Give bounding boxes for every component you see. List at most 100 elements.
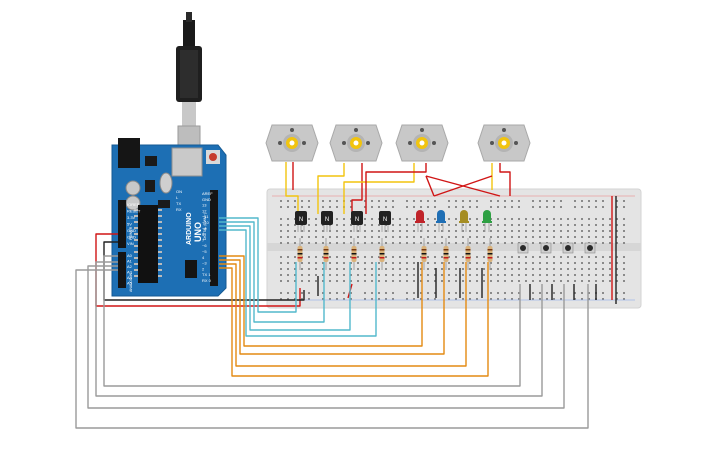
- breadboard-hole[interactable]: [546, 218, 548, 220]
- breadboard-hole[interactable]: [280, 242, 282, 244]
- breadboard-hole[interactable]: [420, 268, 422, 270]
- breadboard-hole[interactable]: [532, 230, 534, 232]
- usb-cable[interactable]: [176, 12, 202, 165]
- breadboard-hole[interactable]: [448, 218, 450, 220]
- breadboard-hole[interactable]: [287, 262, 289, 264]
- breadboard-hole[interactable]: [364, 206, 366, 208]
- breadboard-hole[interactable]: [420, 200, 422, 202]
- breadboard-hole[interactable]: [308, 200, 310, 202]
- breadboard-hole[interactable]: [427, 224, 429, 226]
- breadboard-hole[interactable]: [462, 236, 464, 238]
- breadboard-hole[interactable]: [308, 242, 310, 244]
- breadboard-hole[interactable]: [448, 292, 450, 294]
- breadboard-hole[interactable]: [343, 242, 345, 244]
- breadboard-hole[interactable]: [616, 200, 618, 202]
- breadboard-hole[interactable]: [469, 230, 471, 232]
- breadboard-hole[interactable]: [420, 242, 422, 244]
- breadboard-hole[interactable]: [308, 268, 310, 270]
- breadboard-hole[interactable]: [602, 236, 604, 238]
- breadboard-hole[interactable]: [315, 262, 317, 264]
- breadboard-hole[interactable]: [392, 242, 394, 244]
- breadboard-hole[interactable]: [357, 274, 359, 276]
- breadboard-hole[interactable]: [469, 242, 471, 244]
- breadboard-hole[interactable]: [448, 268, 450, 270]
- breadboard-hole[interactable]: [329, 262, 331, 264]
- breadboard-hole[interactable]: [609, 224, 611, 226]
- breadboard-hole[interactable]: [588, 268, 590, 270]
- breadboard-hole[interactable]: [595, 280, 597, 282]
- breadboard-hole[interactable]: [343, 256, 345, 258]
- breadboard-hole[interactable]: [602, 268, 604, 270]
- breadboard-hole[interactable]: [315, 256, 317, 258]
- breadboard-hole[interactable]: [420, 262, 422, 264]
- breadboard-hole[interactable]: [504, 242, 506, 244]
- breadboard-hole[interactable]: [336, 298, 338, 300]
- breadboard-hole[interactable]: [308, 224, 310, 226]
- breadboard-hole[interactable]: [399, 274, 401, 276]
- breadboard-hole[interactable]: [385, 200, 387, 202]
- breadboard-hole[interactable]: [378, 200, 380, 202]
- resistor[interactable]: [487, 238, 493, 270]
- breadboard-hole[interactable]: [483, 280, 485, 282]
- breadboard-hole[interactable]: [280, 224, 282, 226]
- breadboard-hole[interactable]: [322, 298, 324, 300]
- breadboard-hole[interactable]: [448, 262, 450, 264]
- motor-1[interactable]: [265, 124, 319, 162]
- breadboard-hole[interactable]: [595, 200, 597, 202]
- breadboard-hole[interactable]: [329, 298, 331, 300]
- breadboard-hole[interactable]: [518, 236, 520, 238]
- breadboard-hole[interactable]: [406, 256, 408, 258]
- breadboard-hole[interactable]: [483, 274, 485, 276]
- breadboard-hole[interactable]: [525, 274, 527, 276]
- breadboard-hole[interactable]: [532, 274, 534, 276]
- resistor[interactable]: [297, 238, 303, 270]
- breadboard-hole[interactable]: [427, 298, 429, 300]
- breadboard-hole[interactable]: [371, 292, 373, 294]
- breadboard-hole[interactable]: [294, 268, 296, 270]
- breadboard-hole[interactable]: [294, 280, 296, 282]
- breadboard-hole[interactable]: [525, 236, 527, 238]
- breadboard-hole[interactable]: [546, 230, 548, 232]
- breadboard-hole[interactable]: [280, 218, 282, 220]
- breadboard-hole[interactable]: [518, 230, 520, 232]
- breadboard-hole[interactable]: [315, 274, 317, 276]
- breadboard-hole[interactable]: [588, 218, 590, 220]
- breadboard-hole[interactable]: [441, 274, 443, 276]
- breadboard-hole[interactable]: [455, 230, 457, 232]
- breadboard-hole[interactable]: [301, 206, 303, 208]
- breadboard-hole[interactable]: [504, 200, 506, 202]
- breadboard-hole[interactable]: [462, 230, 464, 232]
- breadboard-hole[interactable]: [469, 268, 471, 270]
- breadboard-hole[interactable]: [623, 242, 625, 244]
- breadboard-hole[interactable]: [294, 224, 296, 226]
- breadboard-hole[interactable]: [511, 268, 513, 270]
- breadboard-hole[interactable]: [350, 236, 352, 238]
- breadboard-hole[interactable]: [329, 268, 331, 270]
- breadboard-hole[interactable]: [588, 256, 590, 258]
- push-button[interactable]: [517, 242, 529, 254]
- breadboard-hole[interactable]: [623, 230, 625, 232]
- breadboard-hole[interactable]: [308, 218, 310, 220]
- breadboard-hole[interactable]: [406, 206, 408, 208]
- breadboard-hole[interactable]: [392, 200, 394, 202]
- breadboard-hole[interactable]: [504, 230, 506, 232]
- breadboard-hole[interactable]: [420, 224, 422, 226]
- resistor[interactable]: [465, 238, 471, 270]
- breadboard-hole[interactable]: [546, 200, 548, 202]
- breadboard-hole[interactable]: [490, 230, 492, 232]
- breadboard-hole[interactable]: [427, 292, 429, 294]
- breadboard-hole[interactable]: [294, 292, 296, 294]
- breadboard-hole[interactable]: [518, 274, 520, 276]
- breadboard-hole[interactable]: [525, 230, 527, 232]
- breadboard-hole[interactable]: [623, 224, 625, 226]
- breadboard-hole[interactable]: [455, 236, 457, 238]
- breadboard-hole[interactable]: [497, 218, 499, 220]
- breadboard-hole[interactable]: [308, 292, 310, 294]
- breadboard-hole[interactable]: [455, 298, 457, 300]
- breadboard-hole[interactable]: [560, 200, 562, 202]
- breadboard-hole[interactable]: [322, 236, 324, 238]
- breadboard-hole[interactable]: [476, 236, 478, 238]
- breadboard-hole[interactable]: [609, 242, 611, 244]
- breadboard-hole[interactable]: [567, 262, 569, 264]
- resistor[interactable]: [421, 238, 427, 270]
